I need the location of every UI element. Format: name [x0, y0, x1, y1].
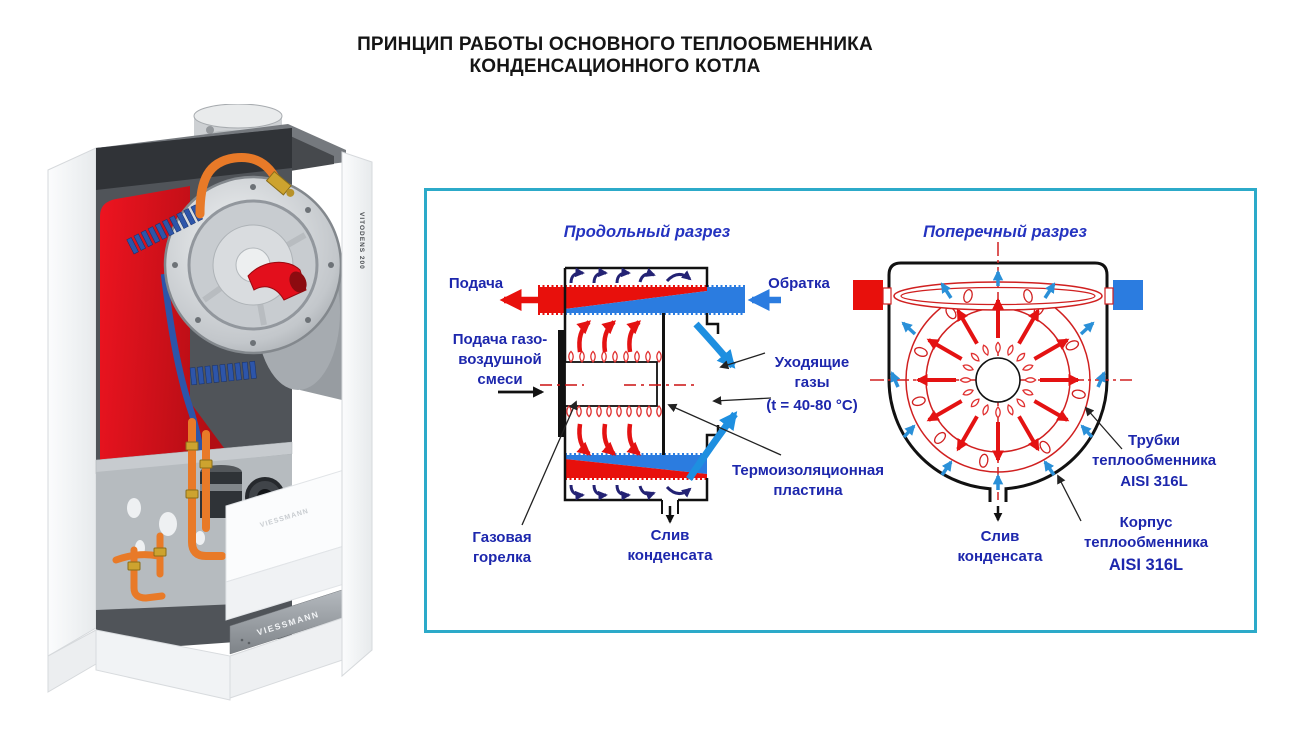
- page-title-line1: ПРИНЦИП РАБОТЫ ОСНОВНОГО ТЕПЛООБМЕННИКА: [357, 34, 873, 55]
- combustion-drum: [163, 175, 343, 355]
- cross-annotation-lines: [1057, 406, 1123, 522]
- cross-section-title: Поперечный разрез: [923, 223, 1087, 241]
- annotation-lines: [521, 352, 782, 526]
- boiler-left-panel: [47, 147, 97, 657]
- svg-text:Термоизоляционная: Термоизоляционная: [732, 462, 884, 479]
- heat-exchanger-diagrams: Продольный разрез: [449, 223, 1217, 574]
- label-gas-air-mixture: Подача газо- воздушной смеси: [453, 331, 547, 388]
- boiler-base: [47, 607, 373, 701]
- model-name-text: VITODENS 200: [358, 212, 365, 270]
- label-drain-left: Слив конденсата: [627, 527, 713, 564]
- label-drain-right: Слив конденсата: [957, 528, 1043, 565]
- svg-text:Уходящие: Уходящие: [775, 354, 849, 371]
- svg-text:Слив: Слив: [651, 527, 690, 544]
- page-title-line2: КОНДЕНСАЦИОННОГО КОТЛА: [469, 56, 761, 77]
- condensate-drain-left: [661, 500, 679, 524]
- gas-burner-box: [564, 361, 658, 407]
- flue-swirl-arrows-top: [569, 267, 692, 284]
- svg-text:конденсата: конденсата: [957, 548, 1043, 565]
- burner-flames-top: [568, 350, 662, 363]
- label-housing: Корпус теплообменника AISI 316L: [1084, 514, 1209, 574]
- label-thermal-plate: Термоизоляционная пластина: [732, 462, 884, 499]
- svg-text:теплообменника: теплообменника: [1092, 452, 1217, 469]
- red-burner-duct: [247, 261, 307, 301]
- central-burner: [975, 357, 1021, 403]
- lower-blue-fins: [189, 360, 257, 386]
- supply-stub: [882, 287, 892, 305]
- control-panel: VIESSMANN: [225, 469, 345, 621]
- brass-fittings: [127, 441, 213, 571]
- bottom-coil-tube: [565, 453, 707, 480]
- flue-gas-exit-arrows: [686, 321, 738, 481]
- svg-text:Корпус: Корпус: [1120, 514, 1173, 531]
- page-title: ПРИНЦИП РАБОТЫ ОСНОВНОГО ТЕПЛООБМЕННИКА …: [337, 34, 893, 78]
- svg-text:теплообменника: теплообменника: [1084, 534, 1209, 551]
- svg-text:(t = 40-80 °C): (t = 40-80 °C): [766, 397, 857, 414]
- svg-text:Газовая: Газовая: [472, 529, 531, 546]
- top-coil-tube: [538, 285, 745, 315]
- label-return: Обратка: [768, 275, 830, 292]
- svg-text:Трубки: Трубки: [1128, 432, 1180, 449]
- return-stub: [1104, 287, 1114, 305]
- flue-swirl-arrows-bottom: [569, 484, 692, 501]
- tube-cross-section-glyphs: [911, 302, 1086, 468]
- burner-flames-bottom: [566, 405, 662, 418]
- svg-text:AISI 316L: AISI 316L: [1109, 556, 1183, 574]
- svg-text:горелка: горелка: [473, 549, 532, 566]
- svg-text:конденсата: конденсата: [627, 547, 713, 564]
- burner-mounting-plate: [558, 330, 564, 437]
- svg-text:Подача газо-: Подача газо-: [453, 331, 547, 348]
- longitudinal-section-diagram: Продольный разрез: [449, 223, 884, 566]
- boiler-right-panel: VITODENS 200: [341, 151, 373, 678]
- boiler-cutaway-image: VIESSMANN VIESSMANN VITODENS 200: [47, 104, 373, 701]
- condensing-gas-arrows: [890, 269, 1106, 490]
- svg-text:газы: газы: [794, 374, 829, 391]
- svg-text:AISI 316L: AISI 316L: [1120, 473, 1188, 490]
- supply-connector: [853, 280, 883, 310]
- svg-text:пластина: пластина: [773, 482, 843, 499]
- label-gas-burner: Газовая горелка: [472, 529, 531, 566]
- label-tubes: Трубки теплообменника AISI 316L: [1092, 432, 1217, 490]
- heat-arrows-down: [576, 423, 642, 456]
- return-connector: [1113, 280, 1143, 310]
- svg-text:воздушной: воздушной: [458, 351, 541, 368]
- label-flue-gases: Уходящие газы (t = 40-80 °C): [766, 354, 857, 414]
- heat-arrows-up: [576, 320, 642, 353]
- svg-text:Слив: Слив: [981, 528, 1020, 545]
- longitudinal-casing-outline: [563, 266, 720, 502]
- cross-section-diagram: Поперечный разрез: [853, 223, 1217, 574]
- longitudinal-title: Продольный разрез: [564, 223, 731, 241]
- orange-gas-pipe-top: [195, 152, 295, 219]
- svg-text:смеси: смеси: [477, 371, 522, 388]
- exchanger-housing-outline: [887, 261, 1109, 502]
- label-supply: Подача: [449, 275, 504, 292]
- radial-heat-arrows: [915, 297, 1081, 463]
